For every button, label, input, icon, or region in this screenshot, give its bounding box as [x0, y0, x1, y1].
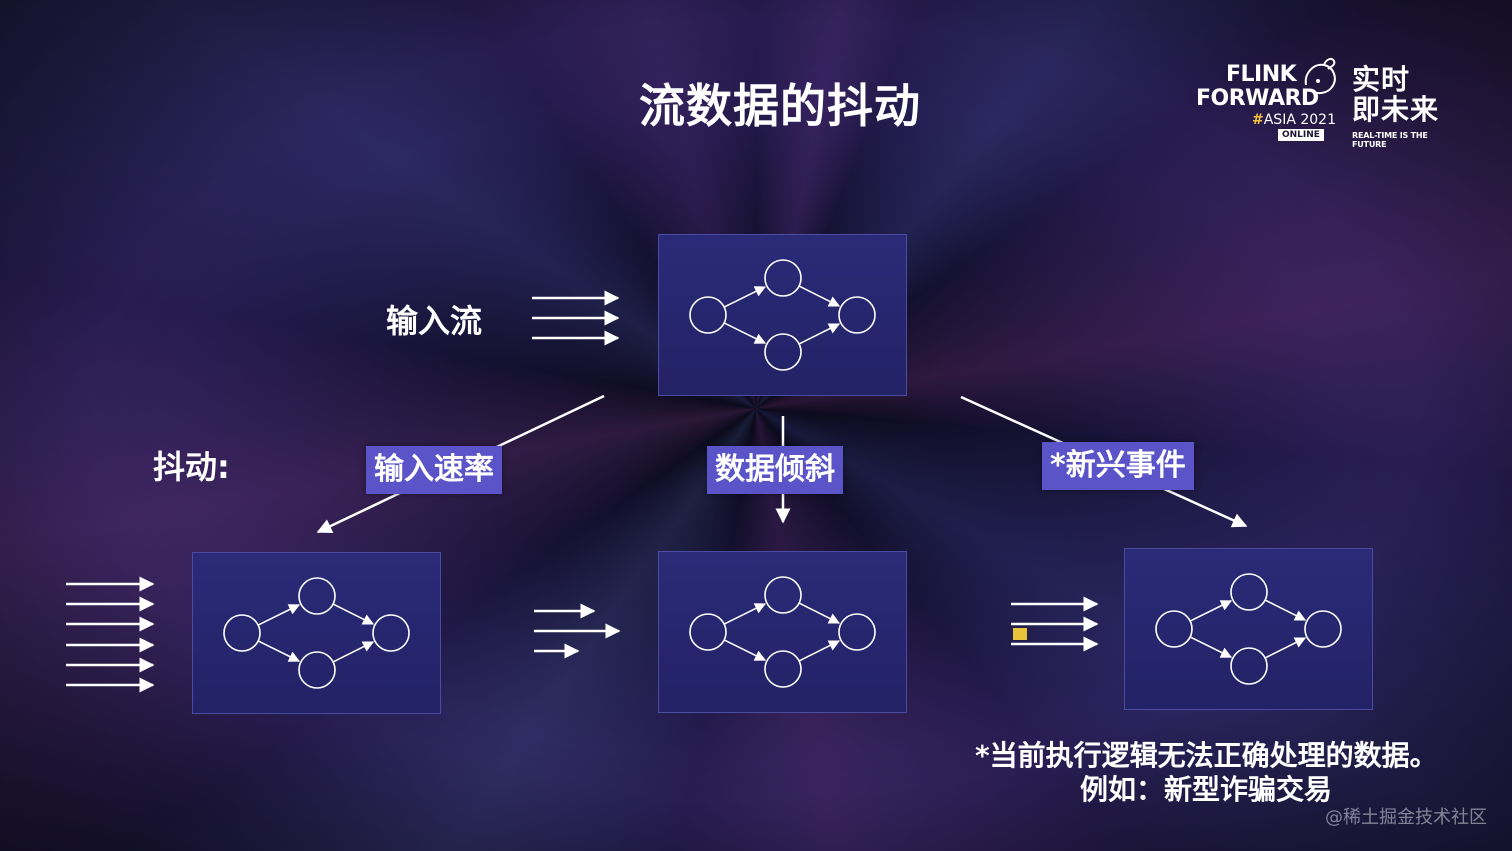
squirrel-icon: [1304, 57, 1336, 95]
logo-event-text: ASIA 2021: [1263, 112, 1336, 128]
footnote: *当前执行逻辑无法正确处理的数据。 例如：新型诈骗交易: [975, 739, 1438, 807]
dag-node: [223, 614, 261, 652]
middle-flow-graph: [689, 576, 876, 688]
dag-edge: [1189, 636, 1233, 658]
tag-input-rate: 输入速率: [366, 446, 502, 494]
dag-node: [1230, 573, 1268, 611]
logo-cn-line1: 实时: [1352, 63, 1411, 96]
slide-title: 流数据的抖动: [639, 79, 921, 133]
logo-event: #ASIA 2021: [1252, 112, 1336, 128]
right-flow-graph: [1155, 573, 1342, 685]
dag-node: [838, 296, 876, 334]
left-flow-box: [192, 552, 441, 714]
dag-edge: [723, 603, 767, 625]
tag-new-events: *新兴事件: [1042, 442, 1194, 490]
dag-node: [689, 296, 727, 334]
dag-node: [764, 576, 802, 614]
new-event-marker: [1013, 628, 1027, 640]
top-flow-graph: [689, 259, 876, 371]
dag-node: [764, 650, 802, 688]
dag-edge: [723, 286, 767, 308]
dag-node: [764, 333, 802, 371]
logo-line-flink: FLINK: [1226, 62, 1297, 87]
dag-node: [1155, 610, 1193, 648]
dag-edge: [1264, 599, 1307, 621]
input-stream-label: 输入流: [386, 302, 483, 340]
footnote-line2: 例如：新型诈骗交易: [1080, 773, 1333, 806]
dag-edge: [257, 604, 301, 626]
logo-tagline: REAL-TIME IS THE FUTURE: [1352, 131, 1428, 149]
dag-edge: [723, 639, 767, 661]
top-flow-box: [658, 234, 907, 396]
dag-node: [1304, 610, 1342, 648]
dag-edge: [332, 641, 375, 663]
dag-node: [838, 613, 876, 651]
flink-forward-logo: FLINK FORWARD #ASIA 2021 ONLINE 实时 即未来 R…: [1196, 55, 1456, 150]
dag-node: [689, 613, 727, 651]
tag-data-skew: 数据倾斜: [707, 446, 843, 494]
dag-edge: [798, 323, 841, 345]
dag-edge: [798, 602, 841, 624]
logo-line-forward: FORWARD: [1196, 86, 1319, 111]
logo-cn-text: 实时 即未来: [1352, 65, 1439, 125]
online-badge: ONLINE: [1278, 129, 1324, 141]
dag-edge: [332, 603, 375, 625]
logo-wordmark: FLINK FORWARD: [1196, 63, 1319, 111]
dag-edge: [798, 285, 841, 307]
dag-node: [298, 651, 336, 689]
dag-edge: [257, 640, 301, 662]
dag-node: [764, 259, 802, 297]
dag-edge: [723, 322, 767, 344]
left-flow-graph: [223, 577, 410, 689]
dag-edge: [798, 640, 841, 662]
dag-node: [298, 577, 336, 615]
footnote-line1: *当前执行逻辑无法正确处理的数据。: [975, 739, 1438, 772]
logo-cn-line2: 即未来: [1352, 93, 1440, 126]
dag-node: [372, 614, 410, 652]
dag-edge: [1264, 637, 1307, 659]
middle-flow-box: [658, 551, 907, 713]
dag-edge: [1189, 600, 1233, 622]
logo-hash: #: [1252, 112, 1264, 128]
dag-node: [1230, 647, 1268, 685]
right-flow-box: [1124, 548, 1373, 710]
jitter-label: 抖动:: [153, 448, 230, 486]
watermark: @稀土掘金技术社区: [1325, 807, 1487, 828]
